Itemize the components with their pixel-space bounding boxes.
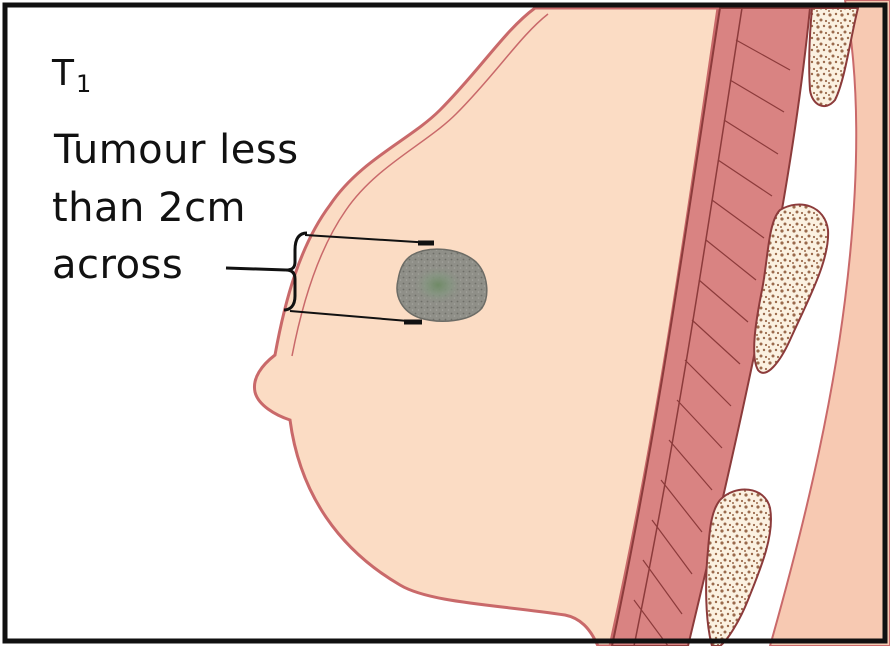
tumour-core [412,265,464,305]
leader-line [226,268,286,270]
stage-label: T [51,53,75,94]
caption-line-1: Tumour less [53,127,299,173]
caption-line-2: than 2cm [52,185,246,231]
caption-line-3: across [52,242,183,288]
tumour [397,249,487,321]
stage-subscript: 1 [76,70,91,98]
